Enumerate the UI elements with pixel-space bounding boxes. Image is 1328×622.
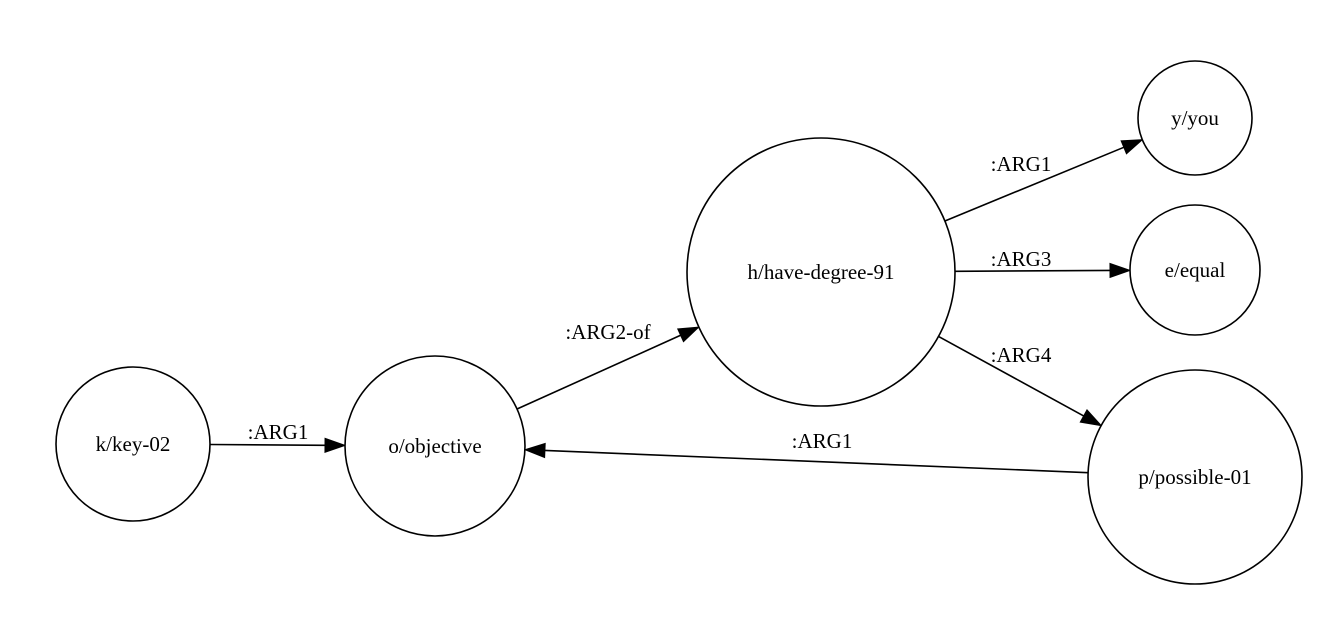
- node-label: k/key-02: [96, 432, 171, 456]
- edge-label: :ARG4: [991, 343, 1052, 367]
- node-o[interactable]: o/objective: [344, 355, 526, 537]
- edge-o-h: :ARG2-of: [516, 320, 701, 410]
- edge-label: :ARG1: [792, 429, 853, 453]
- edge-line: [516, 334, 681, 410]
- node-circle[interactable]: [686, 137, 956, 407]
- nodes-layer: k/key-02 o/objective h/have-degree-91 y/you…: [55, 60, 1303, 585]
- arrowhead: [1120, 139, 1144, 155]
- node-circle[interactable]: [344, 355, 526, 537]
- node-label: p/possible-01: [1138, 465, 1251, 489]
- node-k[interactable]: k/key-02: [55, 366, 211, 522]
- node-e[interactable]: e/equal: [1129, 204, 1261, 336]
- node-circle[interactable]: [1137, 60, 1253, 176]
- node-circle[interactable]: [55, 366, 211, 522]
- edge-k-o: :ARG1: [209, 420, 347, 453]
- arrowhead: [676, 326, 701, 343]
- node-circle[interactable]: [1087, 369, 1303, 585]
- edge-h-y: :ARG1: [944, 139, 1144, 222]
- edges-layer: :ARG1 :ARG2-of :ARG1 :ARG3 :ARG4 :ARG1: [209, 139, 1144, 474]
- node-h[interactable]: h/have-degree-91: [686, 137, 956, 407]
- node-label: o/objective: [388, 434, 481, 458]
- node-label: e/equal: [1165, 258, 1226, 282]
- node-y[interactable]: y/you: [1137, 60, 1253, 176]
- edge-label: :ARG1: [991, 152, 1052, 176]
- node-p[interactable]: p/possible-01: [1087, 369, 1303, 585]
- edge-p-o: :ARG1: [523, 429, 1089, 474]
- node-circle[interactable]: [1129, 204, 1261, 336]
- edge-h-p: :ARG4: [938, 335, 1103, 427]
- arrowhead: [324, 437, 347, 453]
- edge-line: [209, 443, 326, 447]
- node-label: y/you: [1171, 106, 1219, 130]
- edge-label: :ARG3: [991, 247, 1052, 271]
- arrowhead: [1109, 262, 1132, 279]
- edge-label: :ARG2-of: [565, 320, 650, 344]
- edge-line: [944, 146, 1125, 222]
- arrowhead: [1079, 408, 1103, 427]
- edge-label: :ARG1: [248, 420, 309, 444]
- edge-line: [544, 449, 1089, 474]
- node-label: h/have-degree-91: [748, 260, 895, 284]
- arrowhead: [523, 442, 546, 459]
- edge-h-e: :ARG3: [954, 247, 1132, 279]
- edge-line: [954, 269, 1111, 273]
- edge-line: [938, 335, 1085, 417]
